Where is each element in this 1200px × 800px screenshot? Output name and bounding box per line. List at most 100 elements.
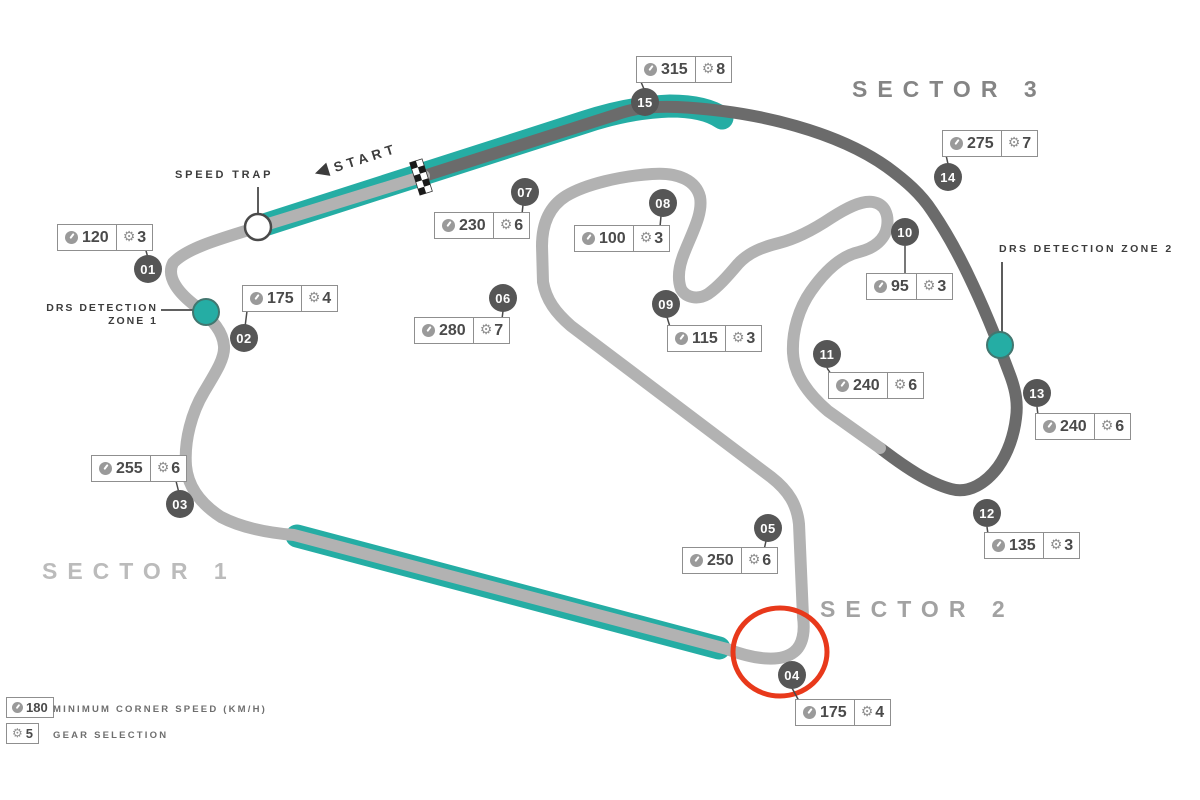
corner-badge-01[interactable]: 01	[134, 255, 162, 283]
corner-gear: 6	[908, 376, 918, 394]
corner-value-box-07: 230⚙6	[434, 212, 531, 239]
corner-value-box-11: 240⚙6	[828, 372, 925, 399]
speedometer-icon	[99, 462, 112, 475]
speedometer-icon	[422, 324, 435, 337]
speedometer-icon	[992, 539, 1005, 552]
legend-gear-box: ⚙ 5	[6, 723, 39, 744]
corner-gear: 6	[1115, 417, 1125, 435]
corner-badge-11[interactable]: 11	[813, 340, 841, 368]
speedometer-icon	[803, 706, 816, 719]
corner-min-speed: 240	[1060, 417, 1087, 435]
corner-badge-08[interactable]: 08	[649, 189, 677, 217]
gear-icon: ⚙	[12, 726, 23, 740]
speedometer-icon	[874, 280, 887, 293]
corner-min-speed: 255	[116, 459, 143, 477]
corner-value-box-01: 120⚙3	[57, 224, 154, 251]
connector-corner-04	[791, 687, 800, 702]
drs-detection-1-circle	[192, 298, 220, 326]
drs-zone-2-label: DRS DETECTION ZONE 2	[999, 243, 1174, 255]
gear-icon: ⚙	[1007, 135, 1021, 151]
legend-speed-label: MINIMUM CORNER SPEED (KM/H)	[53, 704, 268, 715]
corner-value-box-02: 175 ⚙4	[242, 285, 339, 312]
corner-badge-03[interactable]: 03	[166, 490, 194, 518]
corner-gear: 4	[322, 289, 332, 307]
speedometer-icon	[950, 137, 963, 150]
corner-min-speed: 135	[1009, 536, 1036, 554]
corner-value-box-14: 275 ⚙7	[942, 130, 1039, 157]
corner-badge-07[interactable]: 07	[511, 178, 539, 206]
corner-gear: 3	[1064, 536, 1074, 554]
corner-min-speed: 230	[459, 216, 486, 234]
corner-gear: 3	[746, 329, 756, 347]
corner-gear: 6	[762, 551, 772, 569]
corner-badge-02[interactable]: 02	[230, 324, 258, 352]
gear-icon: ⚙	[731, 330, 745, 346]
corner-value-box-10: 95 ⚙3	[866, 273, 954, 300]
corner-badge-15[interactable]: 15	[631, 88, 659, 116]
sector-1-label: SECTOR 1	[42, 558, 237, 584]
speedometer-icon	[690, 554, 703, 567]
start-label: START	[332, 141, 400, 175]
corner-gear: 3	[937, 277, 947, 295]
corner-badge-04[interactable]: 04	[778, 661, 806, 689]
gear-icon: ⚙	[922, 278, 936, 294]
corner-value-box-08: 100 ⚙3	[574, 225, 671, 252]
corner-gear: 3	[654, 229, 664, 247]
corner-gear: 7	[1022, 134, 1032, 152]
speedometer-icon	[675, 332, 688, 345]
drs-zone-1-line2: ZONE 1	[108, 315, 158, 327]
corner-min-speed: 315	[661, 60, 688, 78]
speedometer-icon	[65, 231, 78, 244]
corner-badge-05[interactable]: 05	[754, 514, 782, 542]
corner-value-box-12: 135⚙3	[984, 532, 1081, 559]
corner-gear: 8	[716, 60, 726, 78]
gear-icon: ⚙	[860, 704, 874, 720]
corner-min-speed: 250	[707, 551, 734, 569]
corner-min-speed: 280	[439, 321, 466, 339]
speedometer-icon	[582, 232, 595, 245]
corner-value-box-13: 240 ⚙6	[1035, 413, 1132, 440]
corner-badge-09[interactable]: 09	[652, 290, 680, 318]
speedometer-icon	[836, 379, 849, 392]
speedometer-icon	[1043, 420, 1056, 433]
gear-icon: ⚙	[1100, 418, 1114, 434]
gear-icon: ⚙	[639, 230, 653, 246]
drs-detection-2-circle	[986, 331, 1014, 359]
corner-value-box-09: 115 ⚙3	[667, 325, 763, 352]
corner-value-box-03: 255⚙6	[91, 455, 188, 482]
speedometer-icon	[442, 219, 455, 232]
start-finish-line	[409, 158, 433, 196]
corner-badge-13[interactable]: 13	[1023, 379, 1051, 407]
drs-zone-1-line1: DRS DETECTION	[46, 302, 158, 314]
corner-value-box-05: 250⚙6	[682, 547, 779, 574]
corner-min-speed: 100	[599, 229, 626, 247]
corner-badge-06[interactable]: 06	[489, 284, 517, 312]
gear-icon: ⚙	[479, 322, 493, 338]
start-arrow-icon	[314, 162, 331, 176]
corner-min-speed: 115	[692, 329, 718, 347]
gear-icon: ⚙	[499, 217, 513, 233]
gear-icon: ⚙	[307, 290, 321, 306]
gear-icon: ⚙	[701, 61, 715, 77]
corner-value-box-15: 315 ⚙8	[636, 56, 733, 83]
speed-trap-label: SPEED TRAP	[175, 169, 274, 181]
corner-min-speed: 275	[967, 134, 994, 152]
corner-value-box-04: 175⚙4	[795, 699, 892, 726]
connector-corner-15	[640, 81, 645, 90]
corner-min-speed: 240	[853, 376, 880, 394]
corner-badge-12[interactable]: 12	[973, 499, 1001, 527]
corner-min-speed: 175	[267, 289, 294, 307]
gear-icon: ⚙	[156, 460, 170, 476]
track-sector3	[418, 100, 1023, 497]
sector-2-label: SECTOR 2	[820, 596, 1015, 622]
corner-gear: 3	[137, 228, 147, 246]
corner-badge-14[interactable]: 14	[934, 163, 962, 191]
corner-min-speed: 95	[891, 277, 909, 295]
legend-gear-example: 5	[25, 726, 33, 741]
legend-speed-box: 180	[6, 697, 54, 718]
corner-min-speed: 175	[820, 703, 847, 721]
corner-value-box-06: 280⚙7	[414, 317, 511, 344]
corner-badge-10[interactable]: 10	[891, 218, 919, 246]
legend-speed-example: 180	[26, 700, 48, 715]
